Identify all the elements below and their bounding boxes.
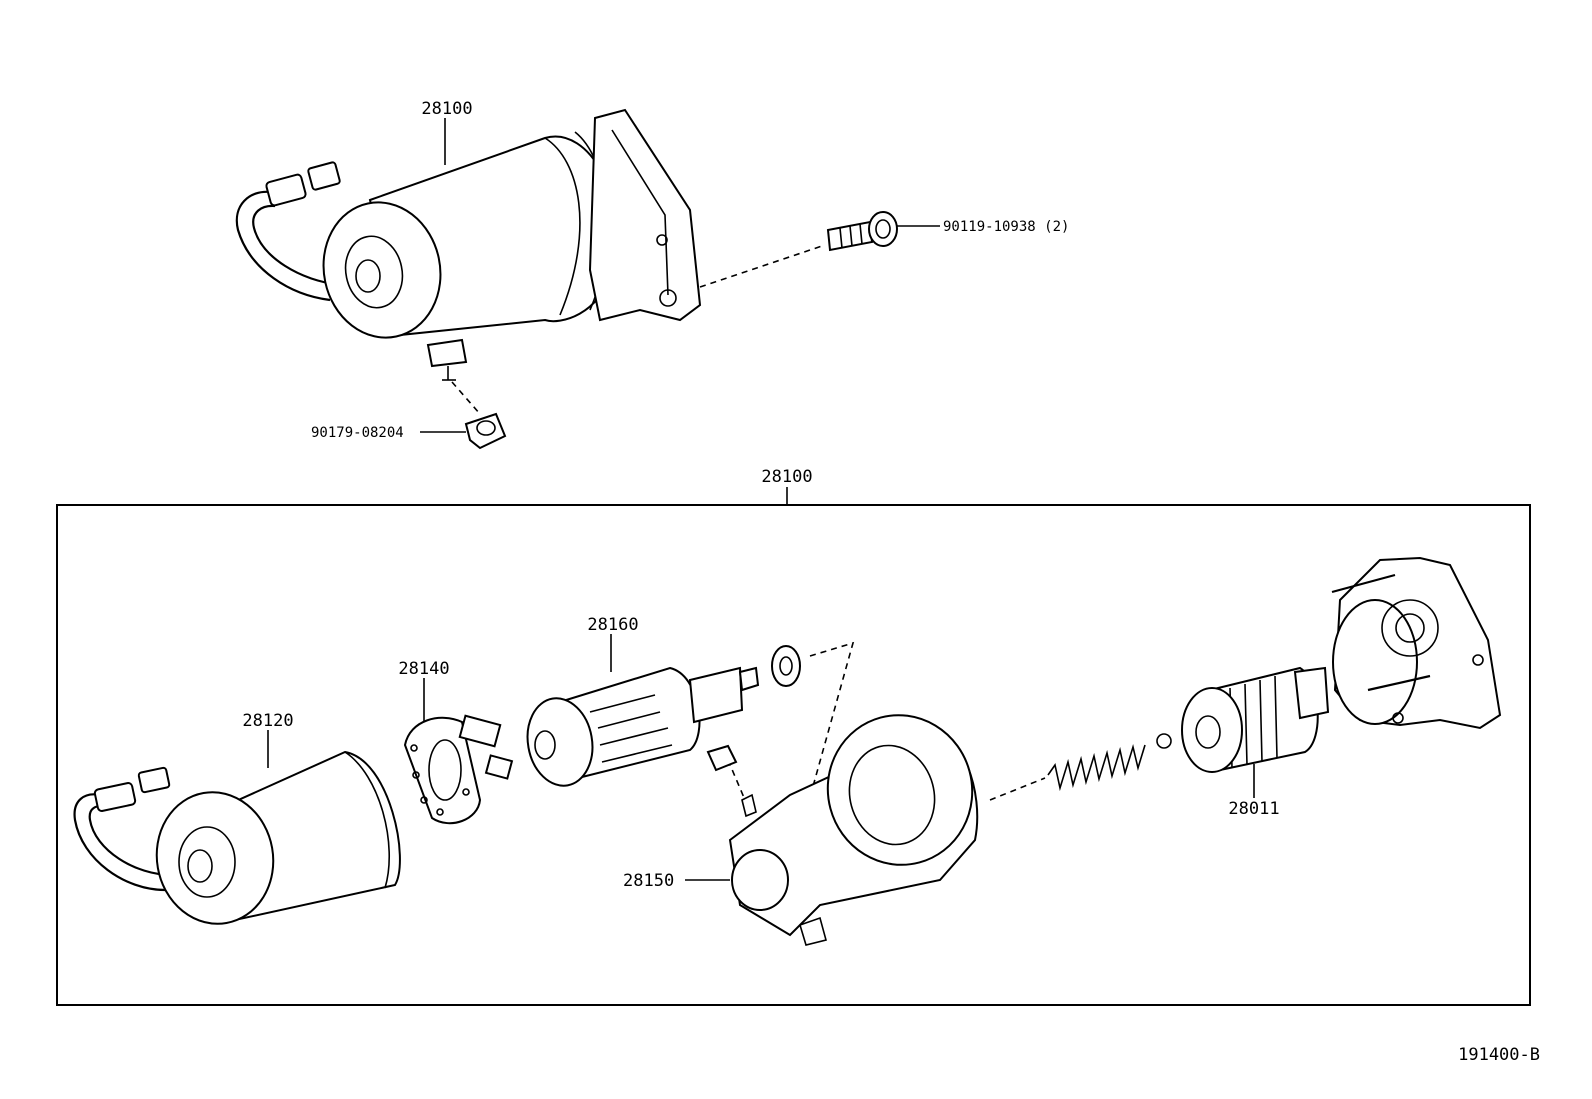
- label-housing: 28150: [623, 871, 674, 891]
- spring-dash-line: [989, 777, 1046, 801]
- label-assembly-top: 28100: [421, 99, 472, 119]
- small-nut-illustration: [706, 744, 738, 772]
- nut-illustration: [464, 412, 507, 450]
- brush-holder-illustration: [403, 714, 514, 825]
- nut-dash-line: [451, 381, 481, 415]
- label-brush-holder: 28140: [398, 659, 449, 679]
- housing-illustration: [728, 714, 979, 946]
- figure-code: 191400-B: [1458, 1045, 1540, 1065]
- exploded-view-frame: [56, 504, 1531, 1006]
- starter-assembly-illustration: [235, 108, 702, 381]
- drive-frame-illustration: [1331, 556, 1502, 730]
- label-nut: 90179-08204: [311, 425, 404, 441]
- label-bolt: 90119-10938 (2): [943, 219, 1069, 235]
- yoke-illustration: [73, 750, 401, 925]
- label-clutch: 28011: [1228, 799, 1279, 819]
- small-nut-dash-line: [727, 759, 746, 801]
- clutch-illustration: [1181, 666, 1330, 773]
- ball-illustration: [1156, 733, 1172, 749]
- label-armature: 28160: [587, 615, 638, 635]
- label-assembly-box: 28100: [761, 467, 812, 487]
- bolt-dash-line: [699, 244, 826, 288]
- label-yoke: 28120: [242, 711, 293, 731]
- bolt-illustration: [826, 211, 898, 252]
- spring-illustration: [1047, 743, 1146, 792]
- armature-illustration: [526, 645, 801, 787]
